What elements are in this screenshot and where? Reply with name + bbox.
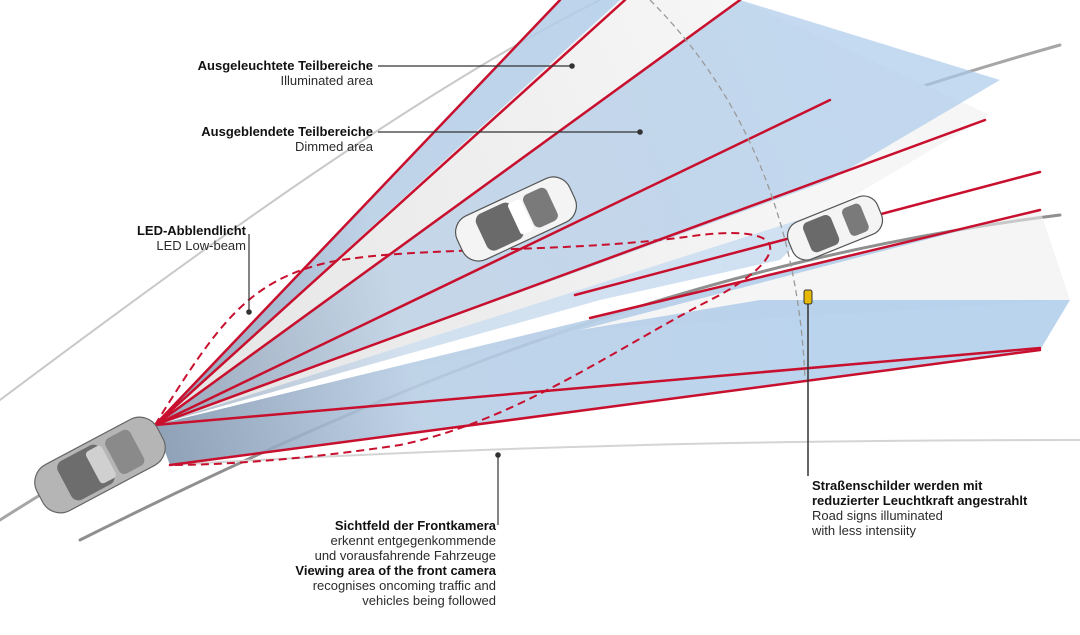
- label-camera-de-title: Sichtfeld der Frontkamera: [334, 518, 496, 533]
- beam-edge-4: [153, 98, 832, 427]
- label-camera-de-1: erkennt entgegenkommende: [330, 533, 496, 548]
- oncoming-car-icon: [454, 176, 578, 262]
- beam-edge-1: [153, 0, 562, 427]
- label-lowbeam-de: LED-Abblendlicht: [136, 223, 246, 238]
- label-signs-de-2: reduzierter Leuchtkraft angestrahlt: [812, 493, 1028, 508]
- illuminated-wedge-4: [155, 210, 830, 425]
- label-signs: Straßenschilder werden mit reduzierter L…: [812, 478, 1027, 538]
- illuminated-wedge-3: [155, 210, 1070, 465]
- label-signs-de-1: Straßenschilder werden mit: [812, 478, 983, 493]
- ego-car-icon: [34, 416, 166, 514]
- label-camera-en-1: recognises oncoming traffic and: [312, 578, 496, 593]
- label-illuminated-en: Illuminated area: [280, 73, 374, 88]
- label-illuminated: Ausgeleuchtete Teilbereiche Illuminated …: [130, 58, 373, 88]
- label-signs-en-1: Road signs illuminated: [812, 508, 943, 523]
- label-camera-de-2: und vorausfahrende Fahrzeuge: [314, 548, 496, 563]
- preceding-car-icon: [786, 195, 884, 261]
- beam-edge-9: [168, 348, 1042, 467]
- camera-field-arc: [649, 0, 806, 381]
- beam-edge-3: [153, 0, 742, 427]
- road-sign-icon: [803, 289, 813, 476]
- label-lowbeam: LED-Abblendlicht LED Low-beam: [80, 223, 246, 253]
- beam-edge-8: [153, 346, 1042, 427]
- label-dimmed: Ausgeblendete Teilbereiche Dimmed area: [130, 124, 373, 154]
- label-illuminated-de: Ausgeleuchtete Teilbereiche: [197, 58, 373, 73]
- beam-edge-5: [153, 118, 987, 427]
- beam-edge-7: [588, 208, 1042, 320]
- label-lowbeam-en: LED Low-beam: [156, 238, 246, 253]
- illuminated-wedge-2: [155, 0, 1000, 425]
- label-camera: Sichtfeld der Frontkamera erkennt entgeg…: [260, 518, 496, 608]
- beam-edge-2: [153, 0, 627, 427]
- label-dimmed-de: Ausgeblendete Teilbereiche: [201, 124, 373, 139]
- label-signs-en-2: with less intensiity: [812, 523, 917, 538]
- label-camera-en-title: Viewing area of the front camera: [295, 563, 496, 578]
- beam-edges: [153, 0, 1042, 467]
- label-dimmed-en: Dimmed area: [294, 139, 373, 154]
- low-beam-outline: [154, 232, 772, 466]
- leader-lines: [246, 63, 643, 525]
- label-camera-en-2: vehicles being followed: [362, 593, 496, 608]
